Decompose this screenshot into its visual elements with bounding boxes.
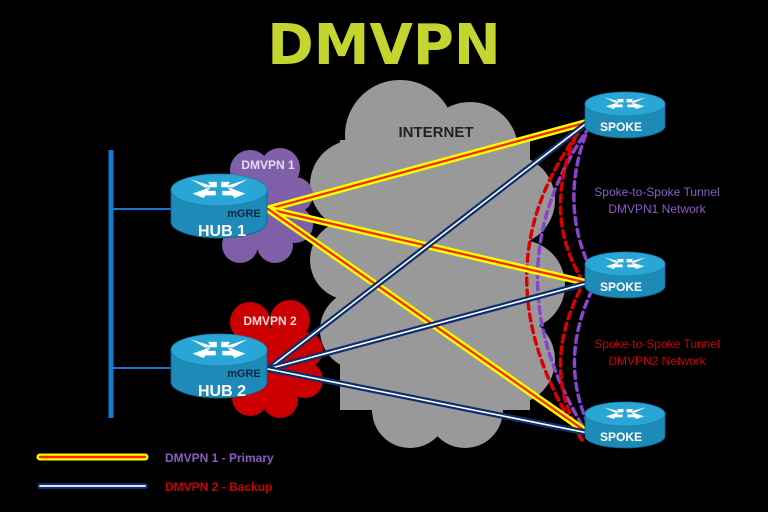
spoke1-router[interactable] [584,91,666,139]
link-inner [267,368,589,434]
dmvpn1-cloud-label: DMVPN 1 [241,158,295,172]
backup-link-hub2-spoke3 [265,366,591,436]
legend: DMVPN 1 - Primary DMVPN 2 - Backup [36,451,274,494]
legend-primary-label: DMVPN 1 - Primary [165,451,274,465]
hub1-interface-label: mGRE [227,208,261,220]
hub2-name: HUB 2 [198,383,246,400]
dmvpn1-tunnel-line2: DMVPN1 Network [608,202,706,216]
backup-link-hub2-spoke1 [265,119,591,372]
primary-link-hub1-spoke3 [264,205,592,437]
spoke2-name: SPOKE [600,280,642,294]
tunnel-dmvpn1-spoke1-spoke3 [535,124,592,440]
spoke1-name: SPOKE [600,120,642,134]
hub1-router[interactable] [170,173,268,239]
dmvpn2-tunnel-line1: Spoke-to-Spoke Tunnel [594,337,719,351]
spoke3-name: SPOKE [600,430,642,444]
hub2-interface-label: mGRE [227,368,261,380]
dmvpn1-tunnel-line1: Spoke-to-Spoke Tunnel [594,185,719,199]
legend-backup-label: DMVPN 2 - Backup [165,480,272,494]
link-inner [267,121,589,370]
backup-link-hub2-spoke2 [265,280,591,372]
hub2-router[interactable] [170,333,268,399]
link-inner [266,207,590,435]
primary-link-hub1-spoke1 [264,118,592,213]
link-inner [266,120,590,211]
dmvpn2-tunnel-line2: DMVPN2 Network [608,354,706,368]
link-inner [267,282,589,370]
hub-spoke-links [264,118,592,437]
page-title: DMVPN [267,13,500,78]
internet-label: INTERNET [399,124,474,141]
hub1-name: HUB 1 [198,223,246,240]
tunnel-dmvpn2-spoke1-spoke2 [558,124,584,282]
dmvpn2-cloud-label: DMVPN 2 [243,314,297,328]
spoke3-router[interactable] [584,401,666,449]
spoke2-router[interactable] [584,251,666,299]
tunnel-dmvpn2-spoke1-spoke3 [525,122,587,442]
